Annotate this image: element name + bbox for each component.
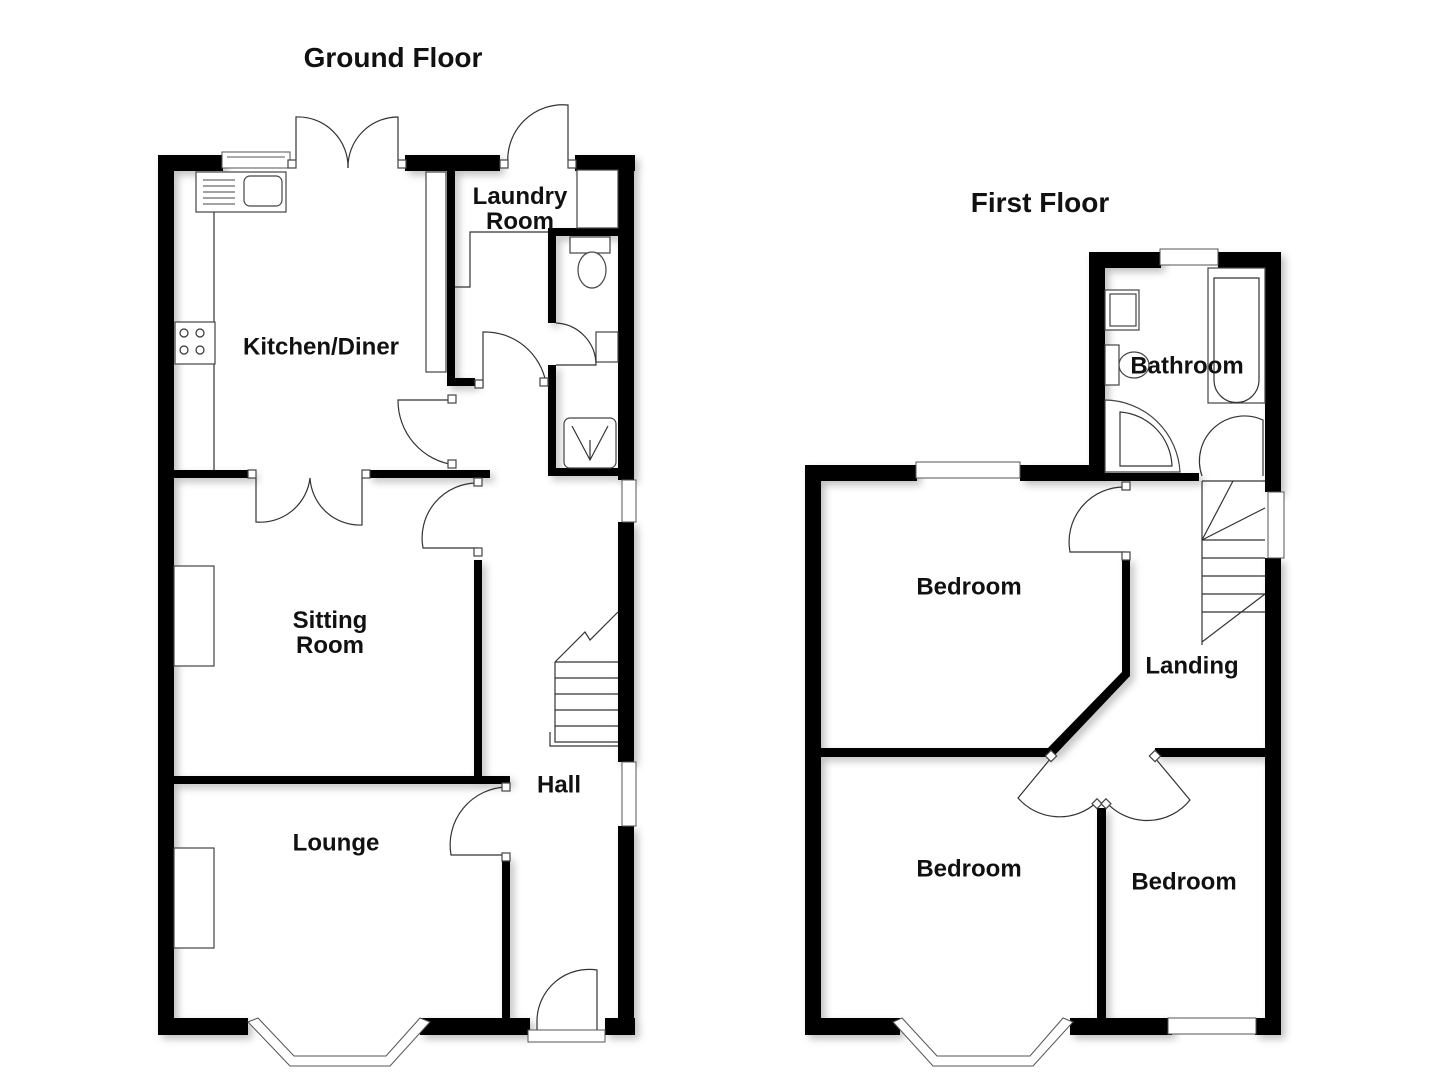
stairs-icon xyxy=(549,611,619,747)
hob-icon xyxy=(174,321,216,365)
window-icon xyxy=(1267,491,1285,559)
room-label-landing: Landing xyxy=(1145,652,1239,680)
basin-icon xyxy=(595,331,619,363)
first-floor-fixtures xyxy=(892,248,1285,1067)
room-label-bedroom-3: Bedroom xyxy=(1131,868,1237,896)
window-icon xyxy=(221,151,291,169)
window-icon xyxy=(1159,248,1219,266)
bath-icon xyxy=(1207,267,1266,404)
wall xyxy=(158,155,174,1035)
stairs-icon xyxy=(1201,480,1266,645)
window-icon xyxy=(1167,1017,1257,1035)
window-icon xyxy=(915,461,1021,479)
front-door-icon xyxy=(536,968,598,1030)
room-label-sitting-room: Sitting Room xyxy=(292,607,368,659)
ground-floor-plan xyxy=(158,155,635,1035)
double-door-icon xyxy=(295,116,349,169)
ground-floor-title: Ground Floor xyxy=(303,42,483,73)
bay-window-icon xyxy=(892,1017,1074,1067)
door-icon xyxy=(507,104,569,166)
room-label-hall: Hall xyxy=(536,771,582,799)
shower-icon xyxy=(1104,399,1181,473)
room-label-bedroom-1: Bedroom xyxy=(916,573,1022,601)
room-label-bedroom-2: Bedroom xyxy=(916,855,1022,883)
door-icon xyxy=(397,399,456,466)
room-label-bathroom: Bathroom xyxy=(1130,352,1244,380)
room-label-laundry-room: Laundry Room xyxy=(472,183,568,235)
first-floor-title: First Floor xyxy=(970,187,1110,218)
toilet-icon xyxy=(569,236,611,254)
room-label-kitchen-diner: Kitchen/Diner xyxy=(242,333,400,361)
room-label-lounge: Lounge xyxy=(292,829,380,857)
window-icon xyxy=(621,761,637,827)
bay-window-icon xyxy=(247,1017,431,1067)
first-floor-plan xyxy=(805,252,1281,1035)
toilet-icon xyxy=(1104,344,1120,386)
window-icon xyxy=(621,479,637,523)
ground-floor-fixtures xyxy=(173,104,637,1067)
